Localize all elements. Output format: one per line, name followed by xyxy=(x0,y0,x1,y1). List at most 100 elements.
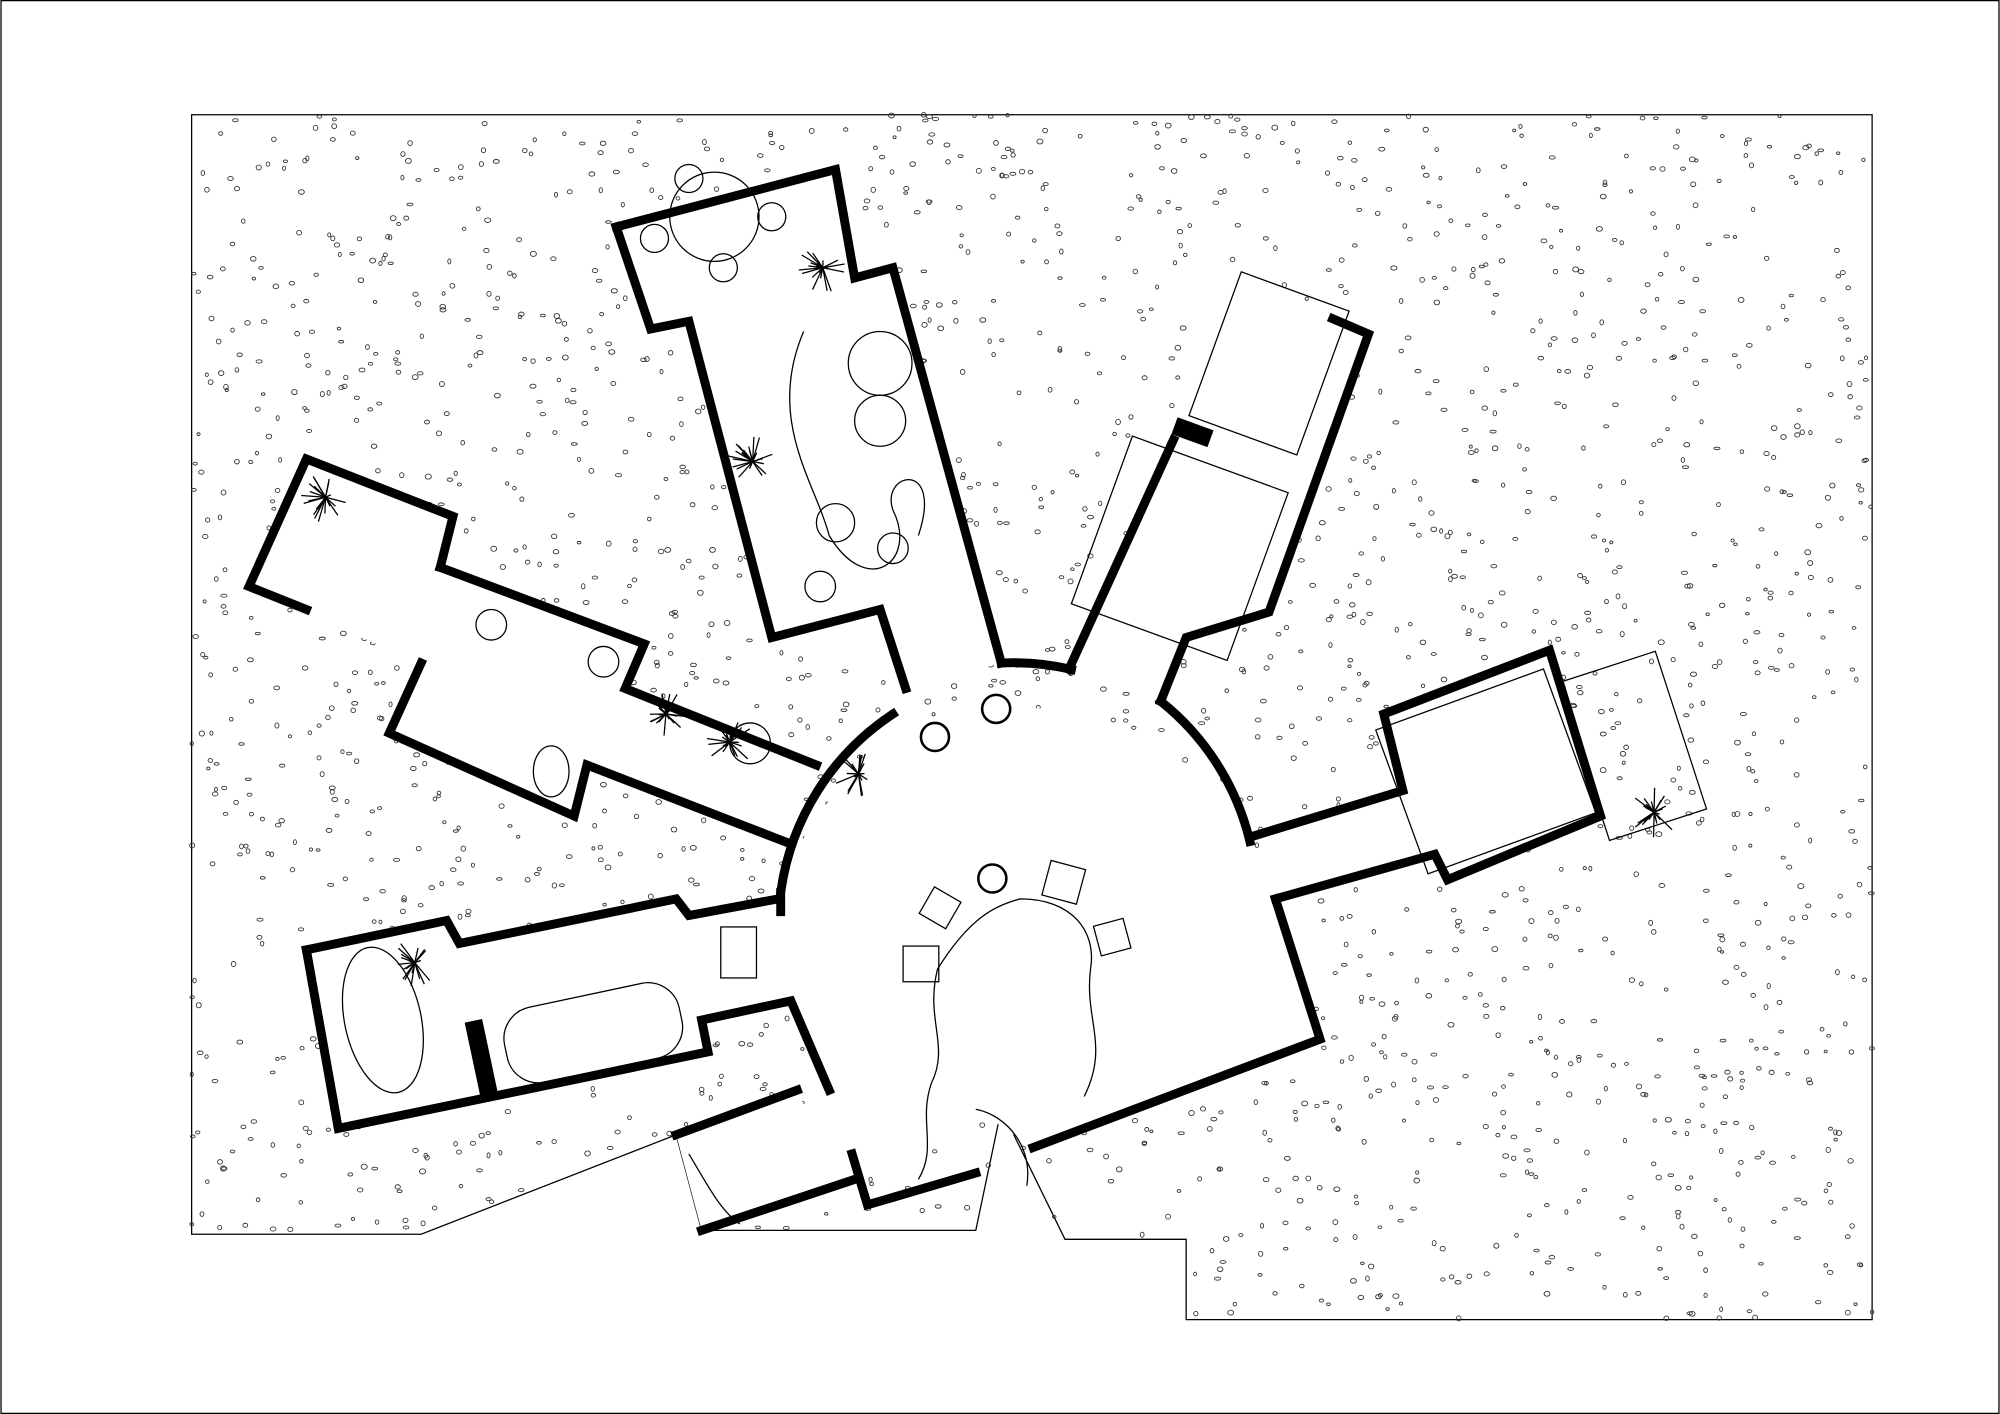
gravel-stone xyxy=(475,206,481,212)
gravel-stone xyxy=(1478,264,1485,269)
gravel-stone xyxy=(306,1129,313,1135)
gravel-stone xyxy=(1518,123,1523,129)
gravel-stone xyxy=(1392,1293,1400,1299)
gravel-stone xyxy=(1592,671,1598,676)
gravel-stone xyxy=(246,792,253,797)
gravel-stone xyxy=(1585,114,1592,119)
gravel-stone xyxy=(1650,929,1657,935)
gravel-stone xyxy=(540,313,546,318)
gravel-stone xyxy=(1141,375,1148,381)
gravel-stone xyxy=(1855,483,1862,487)
gravel-stone xyxy=(342,876,348,882)
gravel-stone xyxy=(805,724,810,730)
gravel-stone xyxy=(1553,934,1559,941)
gravel-stone xyxy=(1342,290,1349,295)
gravel-stone xyxy=(464,913,471,918)
gravel-stone xyxy=(1501,976,1507,983)
gravel-stone xyxy=(1362,458,1369,464)
gravel-stone xyxy=(1788,175,1795,179)
armchair xyxy=(902,945,940,983)
gravel-stone xyxy=(316,755,322,761)
gravel-stone xyxy=(1538,318,1543,324)
gravel-stone xyxy=(423,1152,428,1159)
gravel-stone xyxy=(1283,1247,1289,1251)
gravel-stone xyxy=(461,226,467,231)
gravel-stone xyxy=(1777,647,1783,654)
gravel-stone xyxy=(1419,639,1427,646)
gravel-stone xyxy=(1260,698,1267,704)
gravel-stone xyxy=(595,278,603,283)
gravel-stone xyxy=(1825,669,1830,675)
gravel-stone xyxy=(1638,500,1644,505)
gravel-stone xyxy=(1602,1285,1607,1290)
gravel-stone xyxy=(1745,611,1750,616)
gravel-stone xyxy=(524,559,531,565)
gravel-stone xyxy=(1514,1232,1519,1238)
gravel-stone xyxy=(972,114,977,118)
gravel-stone xyxy=(862,205,869,211)
gravel-stone xyxy=(1599,319,1604,326)
gravel-stone xyxy=(1586,364,1594,371)
gravel-stone xyxy=(1087,553,1094,559)
gravel-stone xyxy=(943,142,951,148)
gravel-stone xyxy=(1096,371,1103,376)
gravel-stone xyxy=(1075,473,1079,478)
gravel-stone xyxy=(1545,203,1551,208)
gravel-stone xyxy=(1456,1315,1462,1322)
gravel-stone xyxy=(1296,160,1301,165)
gravel-stone xyxy=(294,330,300,337)
gravel-stone xyxy=(1808,837,1813,844)
gravel-stone xyxy=(1731,811,1736,817)
gravel-stone xyxy=(1263,665,1270,671)
gravel-stone xyxy=(590,1092,597,1098)
gravel-stone xyxy=(1590,534,1598,539)
gravel-stone xyxy=(336,326,342,331)
gravel-stone xyxy=(1228,129,1236,134)
gravel-stone xyxy=(1005,113,1010,118)
gravel-stone xyxy=(1258,1250,1264,1257)
gravel-stone xyxy=(561,320,568,327)
chair xyxy=(804,570,837,603)
gravel-stone xyxy=(1500,621,1508,628)
gravel-stone xyxy=(1501,1125,1506,1130)
gravel-stone xyxy=(1038,505,1045,509)
gravel-stone xyxy=(1602,936,1609,942)
gravel-stone xyxy=(1538,1036,1543,1041)
gravel-stone xyxy=(1524,509,1531,515)
gravel-stone xyxy=(1416,532,1422,538)
plant-icon xyxy=(1634,787,1673,838)
gravel-stone xyxy=(1578,948,1584,953)
gravel-stone xyxy=(1766,145,1773,149)
gravel-stone xyxy=(922,118,929,123)
gravel-stone xyxy=(713,186,720,192)
gravel-stone xyxy=(1188,1109,1195,1116)
gravel-stone xyxy=(1692,332,1698,337)
gravel-stone xyxy=(647,516,652,522)
gravel-stone xyxy=(415,301,422,307)
gravel-stone xyxy=(1448,568,1453,574)
gravel-stone xyxy=(1462,1073,1469,1079)
gravel-stone xyxy=(1318,1298,1325,1303)
gravel-stone xyxy=(517,314,523,319)
gravel-stone xyxy=(1693,1048,1700,1054)
gravel-stone xyxy=(1713,1198,1718,1203)
gravel-stone xyxy=(1781,490,1787,494)
cabinet xyxy=(720,926,758,979)
gravel-stone xyxy=(419,333,424,339)
gravel-stone xyxy=(1598,483,1603,489)
gravel-stone xyxy=(659,369,664,375)
gravel-stone xyxy=(327,232,332,238)
gravel-stone xyxy=(702,139,707,146)
gravel-stone xyxy=(1640,308,1647,314)
gravel-stone xyxy=(1500,1109,1507,1116)
gravel-stone xyxy=(995,570,1003,576)
gravel-stone xyxy=(1425,949,1433,954)
gravel-stone xyxy=(1351,158,1358,163)
gravel-stone xyxy=(1409,522,1416,527)
gravel-stone xyxy=(1780,303,1786,310)
gravel-stone xyxy=(1440,1277,1446,1282)
gravel-stone xyxy=(1272,1291,1278,1296)
gravel-stone xyxy=(710,484,715,490)
gravel-stone xyxy=(192,461,198,466)
gravel-stone xyxy=(627,583,632,589)
